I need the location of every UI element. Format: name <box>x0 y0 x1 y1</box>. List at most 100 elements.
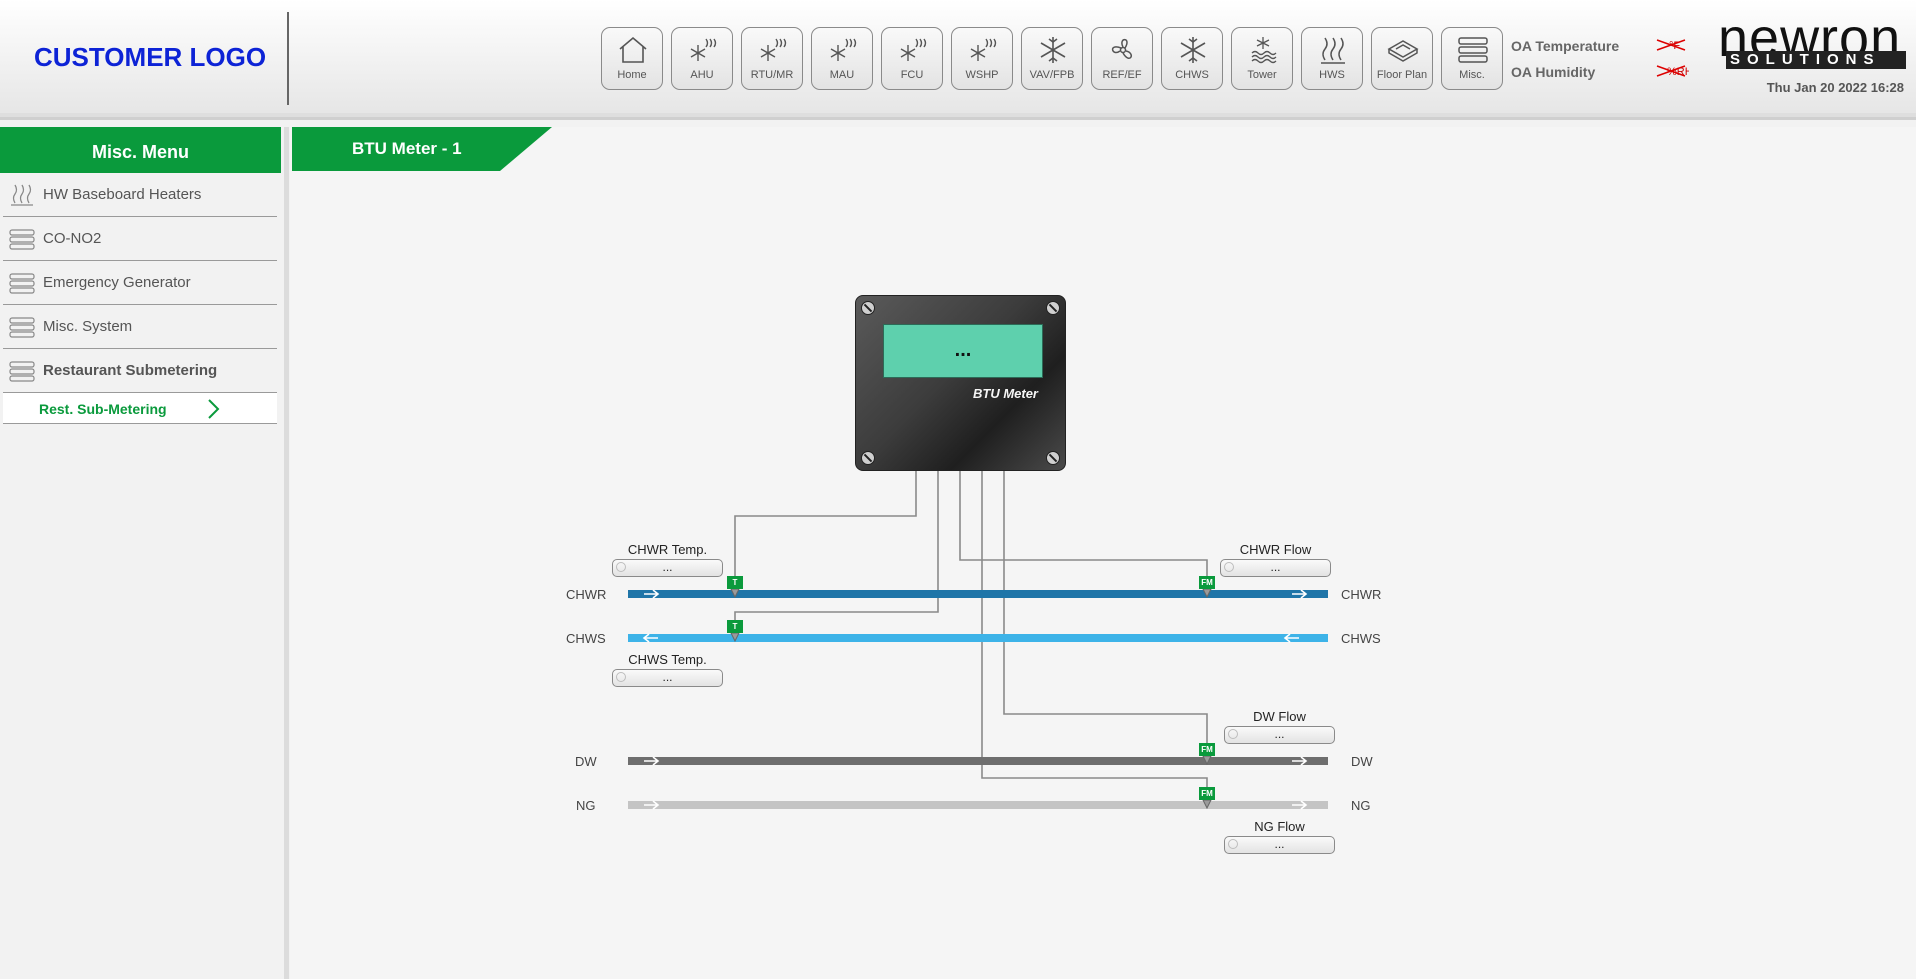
nav-wshp-label: WSHP <box>965 69 999 81</box>
nav-ref-button[interactable]: REF/EF <box>1091 27 1153 90</box>
flow-arrow-right-icon <box>1292 589 1308 599</box>
nav-floor-plan-button[interactable]: Floor Plan <box>1371 27 1433 90</box>
flow-arrow-right-icon <box>644 589 660 599</box>
ng-left-label: NG <box>576 798 596 813</box>
dw-flow-title: DW Flow <box>1253 709 1306 724</box>
btu-meter-device[interactable]: ... BTU Meter <box>855 295 1066 471</box>
probe-icon <box>1202 799 1212 810</box>
sidebar-item-hw-baseboard-heaters[interactable]: HW Baseboard Heaters <box>3 173 277 217</box>
sidebar-item-misc-system[interactable]: Misc. System <box>3 305 277 349</box>
sidebar-item-label: Restaurant Submetering <box>43 362 218 379</box>
probe-icon <box>1202 755 1212 766</box>
floor-plan-icon <box>1387 40 1419 62</box>
nav-ahu-button[interactable]: AHU <box>671 27 733 90</box>
nav-vav-button[interactable]: VAV/FPB <box>1021 27 1083 90</box>
nav-mau-button[interactable]: MAU <box>811 27 873 90</box>
sidebar-item-label: Misc. System <box>43 318 133 335</box>
fan-coil-icon <box>760 38 787 61</box>
chwr-temp-value[interactable]: ... <box>612 559 723 577</box>
gear-icon <box>616 672 626 682</box>
nav-fcu-button[interactable]: FCU <box>881 27 943 90</box>
flow-arrow-right-icon <box>644 800 660 810</box>
main-panel <box>290 127 1916 979</box>
tower-icon <box>1251 37 1277 64</box>
menu-lines-icon <box>1458 37 1488 63</box>
customer-logo: CUSTOMER LOGO <box>34 42 267 72</box>
nav-tower-button[interactable]: Tower <box>1231 27 1293 90</box>
chws-right-label: CHWS <box>1341 631 1381 646</box>
gear-icon <box>1224 562 1234 572</box>
dw-flow-value[interactable]: ... <box>1224 726 1335 744</box>
chwr-flow-title: CHWR Flow <box>1239 542 1312 557</box>
sidebar-item-rest-sub-metering[interactable]: Rest. Sub-Metering <box>3 393 277 424</box>
sidebar-item-co-no2[interactable]: CO-NO2 <box>3 217 277 261</box>
dw-right-label: DW <box>1351 754 1373 769</box>
snowflake-icon <box>1040 37 1066 63</box>
chwr-flow-value[interactable]: ... <box>1220 559 1331 577</box>
nav-fcu-label: FCU <box>900 69 924 81</box>
oa-humidity-fault-icon: %RH <box>1656 65 1689 78</box>
dw-pipe <box>628 757 1328 765</box>
nav-rtu-label: RTU/MR <box>750 69 794 81</box>
home-icon <box>619 36 647 63</box>
nav-tower-label: Tower <box>1247 69 1277 81</box>
chwr-flow-value-text: ... <box>1270 560 1281 574</box>
nav-rtu-button[interactable]: RTU/MR <box>741 27 803 90</box>
nav-hws-button[interactable]: HWS <box>1301 27 1363 90</box>
ng-pipe <box>628 801 1328 809</box>
ng-flow-value[interactable]: ... <box>1224 836 1335 854</box>
brand-sub: SOLUTIONS <box>1726 51 1906 69</box>
chwr-flow-wire <box>959 471 1208 580</box>
dw-flow-tag: FM <box>1199 743 1215 756</box>
oa-temperature-fault-icon: °F <box>1656 39 1686 52</box>
page-title-tab: BTU Meter - 1 <box>292 127 552 171</box>
nav-home-button[interactable]: Home <box>601 27 663 90</box>
chwr-temp-value-text: ... <box>662 560 673 574</box>
nav-wshp-button[interactable]: WSHP <box>951 27 1013 90</box>
ng-flow-title: NG Flow <box>1254 819 1305 834</box>
current-datetime: Thu Jan 20 2022 16:28 <box>1766 80 1904 95</box>
nav-chws-button[interactable]: CHWS <box>1161 27 1223 90</box>
chwr-pipe <box>628 590 1328 598</box>
ng-flow-value-text: ... <box>1274 837 1285 851</box>
screw-icon <box>861 451 875 465</box>
logo-divider <box>287 12 289 105</box>
nav-hws-label: HWS <box>1319 69 1345 81</box>
flow-arrow-right-icon <box>1292 800 1308 810</box>
probe-icon <box>730 632 740 643</box>
snowflake-icon <box>1180 37 1206 63</box>
sidebar-item-restaurant-submetering[interactable]: Restaurant Submetering <box>3 349 277 393</box>
chwr-temp-title: CHWR Temp. <box>627 542 708 557</box>
nav-chws-label: CHWS <box>1175 69 1209 81</box>
newron-solutions-logo: newron SOLUTIONS <box>1718 8 1906 74</box>
header-divider <box>0 117 1916 120</box>
fan-icon <box>1111 38 1133 59</box>
dw-flow-wire <box>1003 471 1208 748</box>
fan-coil-icon <box>830 38 857 61</box>
nav-home-label: Home <box>617 69 647 81</box>
menu-lines-icon <box>9 273 35 294</box>
chws-left-label: CHWS <box>566 631 606 646</box>
chws-temp-value[interactable]: ... <box>612 669 723 687</box>
chwr-left-label: CHWR <box>566 587 607 602</box>
flow-arrow-right-icon <box>644 756 660 766</box>
oa-temperature-label: OA Temperature <box>1511 38 1620 54</box>
menu-lines-icon <box>9 317 35 338</box>
sidebar-item-label: Rest. Sub-Metering <box>39 401 167 417</box>
sidebar-item-emergency-generator[interactable]: Emergency Generator <box>3 261 277 305</box>
fan-coil-icon <box>900 38 927 61</box>
nav-misc-button[interactable]: Misc. <box>1441 27 1503 90</box>
flow-arrow-left-icon <box>1283 633 1299 643</box>
chwr-flow-tag: FM <box>1199 576 1215 589</box>
sidebar-divider <box>284 127 289 979</box>
chws-temp-value-text: ... <box>662 670 673 684</box>
ng-flow-wire <box>981 471 1208 792</box>
fan-coil-icon <box>690 38 717 61</box>
menu-lines-icon <box>9 229 35 250</box>
ng-flow-tag: FM <box>1199 787 1215 800</box>
chwr-temp-tag: T <box>727 576 743 589</box>
chws-temp-title: CHWS Temp. <box>628 652 707 667</box>
screw-icon <box>1046 301 1060 315</box>
chwr-temp-wire <box>734 471 917 580</box>
